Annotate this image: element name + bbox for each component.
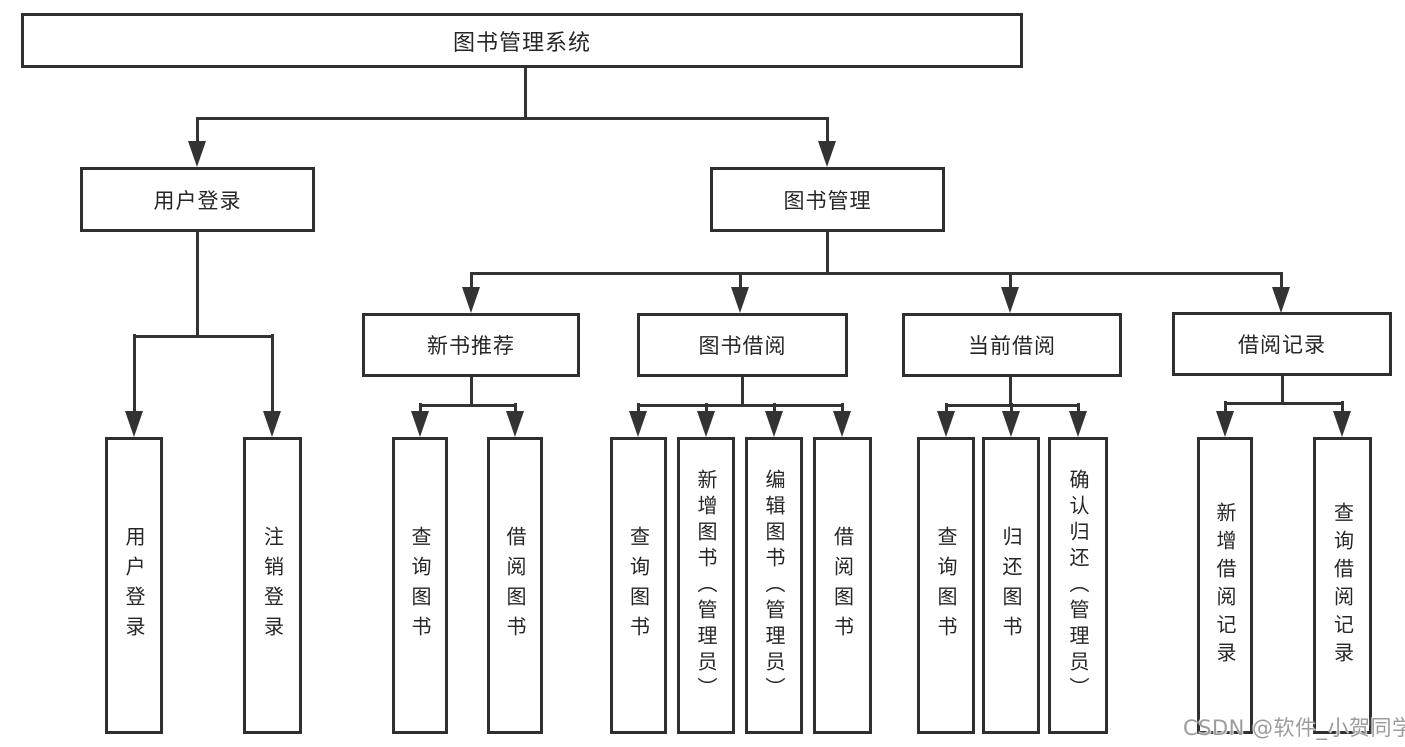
connector-line <box>513 403 517 413</box>
leaf-bb-borrow-book-label: 借阅图书 <box>830 525 855 646</box>
connector-line <box>1076 403 1080 413</box>
connector-line <box>270 334 274 414</box>
connector-line <box>1008 377 1012 407</box>
node-root-label: 图书管理系统 <box>452 30 591 56</box>
connector-line <box>1223 401 1227 413</box>
connector-line <box>418 403 422 413</box>
connector-line <box>1340 401 1344 413</box>
leaf-br-add-record-label: 新增借阅记录 <box>1213 501 1237 670</box>
connector-line <box>132 334 136 414</box>
connector-line <box>772 403 776 413</box>
arrow-down-icon <box>125 411 143 437</box>
leaf-logout-label: 注销登录 <box>260 525 285 646</box>
arrow-down-icon <box>833 411 851 437</box>
arrow-down-icon <box>1272 287 1290 313</box>
connector-line <box>944 403 1080 407</box>
arrow-down-icon <box>937 411 955 437</box>
arrow-down-icon <box>411 411 429 437</box>
connector-line <box>469 271 1283 275</box>
leaf-cb-confirm-return: 确认归还（管理员） <box>1048 437 1108 734</box>
node-book-management-label: 图书管理 <box>783 188 872 213</box>
leaf-nbr-borrow-book: 借阅图书 <box>487 437 543 734</box>
connector-line <box>523 68 527 119</box>
connector-line <box>704 403 708 413</box>
node-book-borrow: 图书借阅 <box>637 313 848 377</box>
arrow-down-icon <box>1333 411 1351 437</box>
node-current-borrow-label: 当前借阅 <box>968 334 1056 358</box>
leaf-logout: 注销登录 <box>243 437 302 734</box>
node-new-book-recommend: 新书推荐 <box>362 313 580 377</box>
arrow-down-icon <box>263 411 281 437</box>
leaf-cb-return-book-label: 归还图书 <box>999 525 1023 646</box>
connector-line <box>195 116 829 120</box>
leaf-user-login-label: 用户登录 <box>122 525 146 646</box>
arrow-down-icon <box>1002 411 1020 437</box>
arrow-down-icon <box>188 141 206 167</box>
leaf-br-query-record-label: 查询借阅记录 <box>1330 501 1355 670</box>
connector-line <box>132 334 274 338</box>
leaf-cb-query-book-label: 查询图书 <box>934 525 958 646</box>
leaf-bb-add-book-label: 新增图书（管理员） <box>694 468 718 703</box>
connector-line <box>944 403 948 413</box>
arrow-down-icon <box>462 287 480 313</box>
connector-line <box>826 232 829 274</box>
node-user-login: 用户登录 <box>80 167 315 232</box>
connector-line <box>418 403 517 407</box>
arrow-down-icon <box>765 411 783 437</box>
node-root: 图书管理系统 <box>21 13 1023 68</box>
connector-line <box>1009 403 1013 413</box>
node-borrow-records: 借阅记录 <box>1172 312 1392 376</box>
leaf-bb-edit-book: 编辑图书（管理员） <box>745 437 803 734</box>
leaf-br-query-record: 查询借阅记录 <box>1313 437 1372 734</box>
csdn-watermark: CSDN @软件_小贺同学 <box>1183 716 1405 740</box>
connector-line <box>636 403 844 407</box>
leaf-nbr-borrow-book-label: 借阅图书 <box>503 525 527 646</box>
leaf-bb-query-book: 查询图书 <box>610 437 667 734</box>
node-new-book-recommend-label: 新书推荐 <box>427 334 515 358</box>
leaf-bb-edit-book-label: 编辑图书（管理员） <box>762 468 786 703</box>
node-book-management: 图书管理 <box>710 167 945 232</box>
arrow-down-icon <box>506 411 524 437</box>
leaf-bb-borrow-book: 借阅图书 <box>813 437 872 734</box>
arrow-down-icon <box>818 141 836 167</box>
leaf-br-add-record: 新增借阅记录 <box>1197 437 1253 734</box>
leaf-nbr-query-book-label: 查询图书 <box>408 525 432 646</box>
node-current-borrow: 当前借阅 <box>902 313 1122 377</box>
node-book-borrow-label: 图书借阅 <box>698 334 787 358</box>
node-user-login-label: 用户登录 <box>153 188 242 213</box>
connector-line <box>636 403 640 413</box>
leaf-cb-query-book: 查询图书 <box>917 437 975 734</box>
connector-line <box>738 272 742 289</box>
connector-line <box>1280 376 1284 405</box>
connector-line <box>740 377 744 407</box>
leaf-bb-add-book: 新增图书（管理员） <box>677 437 735 734</box>
arrow-down-icon <box>731 287 749 313</box>
leaf-cb-return-book: 归还图书 <box>982 437 1040 734</box>
leaf-user-login: 用户登录 <box>105 437 163 734</box>
arrow-down-icon <box>697 411 715 437</box>
arrow-down-icon <box>1216 411 1234 437</box>
leaf-nbr-query-book: 查询图书 <box>392 437 448 734</box>
connector-line <box>840 403 844 413</box>
connector-line <box>825 117 829 143</box>
leaf-cb-confirm-return-label: 确认归还（管理员） <box>1066 468 1090 703</box>
connector-line <box>1008 272 1012 289</box>
connector-line <box>469 272 473 289</box>
connector-line <box>195 117 199 143</box>
connector-line <box>1279 272 1283 289</box>
node-borrow-records-label: 借阅记录 <box>1238 333 1326 357</box>
connector-line <box>1223 401 1344 405</box>
arrow-down-icon <box>1069 411 1087 437</box>
leaf-bb-query-book-label: 查询图书 <box>626 525 651 646</box>
arrow-down-icon <box>1001 287 1019 313</box>
connector-line <box>469 377 473 407</box>
connector-line <box>195 232 199 338</box>
arrow-down-icon <box>629 411 647 437</box>
